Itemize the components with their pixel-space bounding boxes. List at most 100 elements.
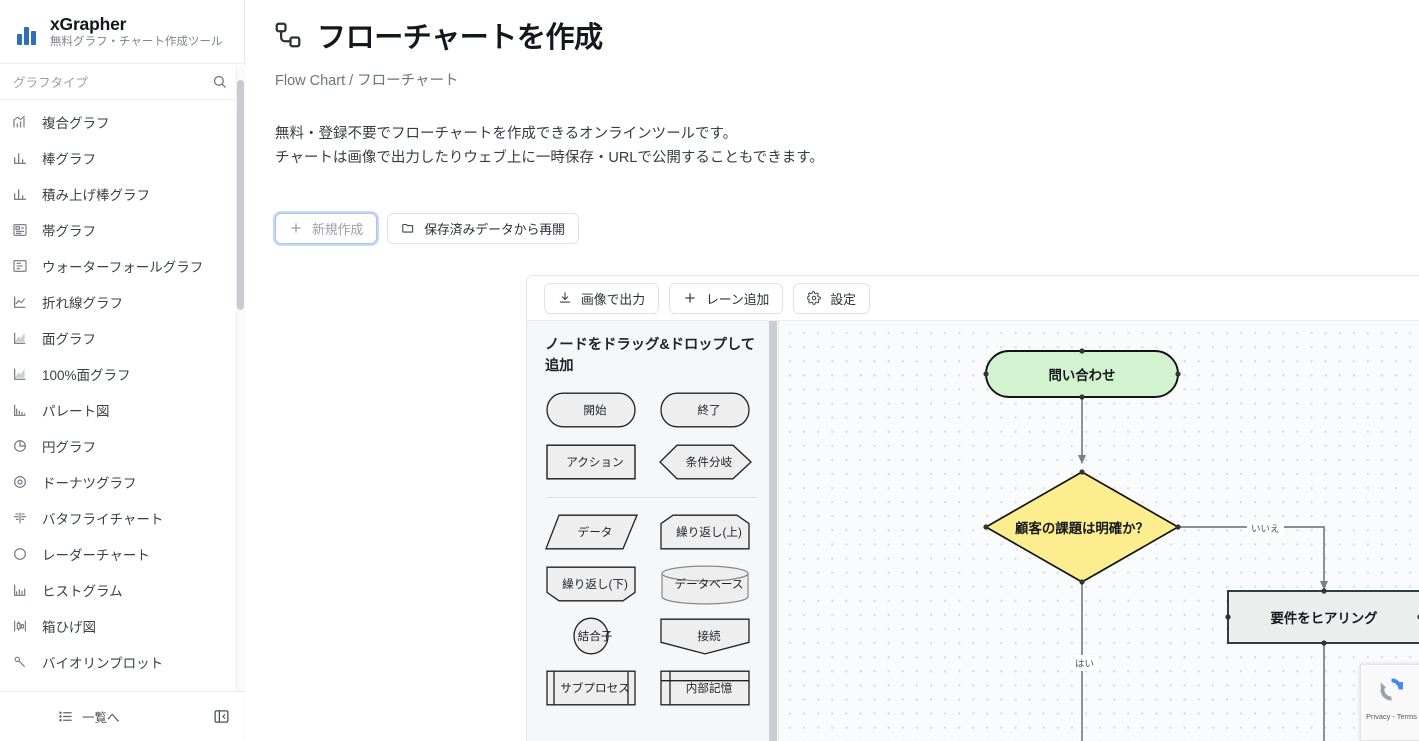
palette-group-advanced: データ 繰り返し(上) 繰り返し(下) xyxy=(545,511,760,709)
page-title: フローチャートを作成 xyxy=(317,22,603,54)
palette-node-database[interactable]: データベース xyxy=(659,563,759,606)
sidebar-item-butterfly[interactable]: バタフライチャート xyxy=(0,500,244,536)
band-chart-icon xyxy=(12,222,28,238)
panel-collapse-icon[interactable] xyxy=(213,708,230,725)
brand-tagline: 無料グラフ・チャート作成ツール xyxy=(50,35,223,48)
page-subtitle: Flow Chart / フローチャート xyxy=(275,73,459,89)
node-decision[interactable] xyxy=(983,469,1181,585)
palette-node-label: 開始 xyxy=(583,404,607,418)
sidebar-footer: 一覧へ xyxy=(0,691,244,741)
add-lane-button[interactable]: レーン追加 xyxy=(668,282,784,314)
butterfly-chart-icon xyxy=(12,510,28,526)
palette-node-condition[interactable]: 条件分岐 xyxy=(659,441,759,483)
sidebar-item-combo[interactable]: 複合グラフ xyxy=(0,104,244,140)
sidebar-item-pie[interactable]: 円グラフ xyxy=(0,428,244,464)
bar-chart-icon xyxy=(12,150,28,166)
flowchart-svg xyxy=(983,348,1419,741)
boxplot-icon xyxy=(12,618,28,634)
sidebar-item-label: レーダーチャート xyxy=(42,548,150,563)
sidebar-scrollbar-thumb[interactable] xyxy=(237,80,244,310)
palette-node-start[interactable]: 開始 xyxy=(545,389,645,431)
export-image-button[interactable]: 画像で出力 xyxy=(544,282,659,314)
palette-scrollbar-thumb[interactable] xyxy=(769,321,777,741)
histogram-icon xyxy=(12,582,28,598)
palette-group-basic: 開始 終了 アクション xyxy=(545,389,760,483)
settings-label: 設定 xyxy=(830,291,856,307)
recaptcha-text: Privacy - Terms xyxy=(1366,712,1417,721)
sidebar-item-pareto[interactable]: パレート図 xyxy=(0,392,244,428)
palette-node-loop-top[interactable]: 繰り返し(上) xyxy=(659,511,759,553)
palette-node-data[interactable]: データ xyxy=(545,511,645,553)
sidebar-item-area[interactable]: 面グラフ xyxy=(0,320,244,356)
sidebar-item-radar[interactable]: レーダーチャート xyxy=(0,536,244,572)
export-image-label: 画像で出力 xyxy=(581,291,645,307)
sidebar-item-label: ドーナツグラフ xyxy=(42,476,137,491)
sidebar-item-label: 積み上げ棒グラフ xyxy=(42,188,150,203)
edge-label-no: いいえ xyxy=(1247,520,1284,536)
brand-header[interactable]: xGrapher 無料グラフ・チャート作成ツール xyxy=(0,0,244,64)
palette-node-label: 繰り返し(上) xyxy=(676,526,742,540)
palette-node-label: 終了 xyxy=(697,404,721,418)
sidebar-item-bar[interactable]: 棒グラフ xyxy=(0,140,244,176)
sidebar-item-label: ヒストグラム xyxy=(42,584,123,599)
pareto-chart-icon xyxy=(12,402,28,418)
sidebar-item-line[interactable]: 折れ線グラフ xyxy=(0,284,244,320)
page-header: フローチャートを作成 Flow Chart / フローチャート 無料・登録不要で… xyxy=(245,0,1419,244)
recaptcha-icon xyxy=(1376,674,1407,705)
sidebar: xGrapher 無料グラフ・チャート作成ツール グラフタイプ 複合グラフ 棒グ… xyxy=(0,0,245,741)
sidebar-item-label: 棒グラフ xyxy=(42,152,96,167)
graph-type-search[interactable]: グラフタイプ xyxy=(0,64,244,100)
editor-body: ノードをドラッグ&ドロップして追加 開始 終了 xyxy=(527,321,1419,741)
node-hearing[interactable] xyxy=(1225,588,1419,646)
search-icon[interactable] xyxy=(212,74,227,89)
sidebar-item-boxplot[interactable]: 箱ひげ図 xyxy=(0,608,244,644)
flowchart-editor: 画像で出力 レーン追加 設定 xyxy=(526,275,1419,741)
recaptcha-badge[interactable]: Privacy - Terms xyxy=(1360,664,1419,741)
description-line-1: 無料・登録不要でフローチャートを作成できるオンラインツールです。 xyxy=(275,126,738,142)
radar-chart-icon xyxy=(12,546,28,562)
sidebar-item-band[interactable]: 帯グラフ xyxy=(0,212,244,248)
go-to-list-link[interactable]: 一覧へ xyxy=(58,707,120,726)
folder-icon xyxy=(401,221,415,235)
palette-node-label: データベース xyxy=(674,578,744,592)
palette-node-label: サブプロセス xyxy=(560,682,630,696)
bar-chart-logo-icon xyxy=(13,19,39,45)
palette-node-label: データ xyxy=(577,526,613,540)
palette-title: ノードをドラッグ&ドロップして追加 xyxy=(545,337,756,374)
sidebar-item-donut[interactable]: ドーナツグラフ xyxy=(0,464,244,500)
sidebar-item-histogram[interactable]: ヒストグラム xyxy=(0,572,244,608)
list-icon xyxy=(58,709,73,724)
resume-saved-button[interactable]: 保存済みデータから再開 xyxy=(387,212,579,244)
sidebar-scrollbar-track[interactable] xyxy=(236,66,245,741)
editor-toolbar: 画像で出力 レーン追加 設定 xyxy=(527,276,1419,321)
node-palette[interactable]: ノードをドラッグ&ドロップして追加 開始 終了 xyxy=(527,321,779,741)
palette-node-connection[interactable]: 接続 xyxy=(659,615,759,657)
sidebar-item-label: 面グラフ xyxy=(42,332,96,347)
palette-node-action[interactable]: アクション xyxy=(545,441,645,483)
palette-node-subprocess[interactable]: サブプロセス xyxy=(545,667,645,709)
sidebar-item-percent-area[interactable]: 100%面グラフ xyxy=(0,356,244,392)
waterfall-chart-icon xyxy=(12,258,28,274)
flowchart-canvas[interactable]: 問い合わせ 顧客の課題は明確か？ 要件をヒアリング いいえ はい xyxy=(779,321,1419,741)
sidebar-item-label: バタフライチャート xyxy=(42,512,164,527)
stacked-bar-chart-icon xyxy=(12,186,28,202)
flowchart-icon xyxy=(273,20,303,50)
graph-type-label: グラフタイプ xyxy=(13,76,89,90)
new-chart-button[interactable]: 新規作成 xyxy=(275,212,378,244)
resume-saved-label: 保存済みデータから再開 xyxy=(424,221,565,237)
title-row: フローチャートを作成 xyxy=(273,14,1391,56)
palette-node-connector[interactable]: 結合子 xyxy=(545,615,645,657)
sidebar-item-stacked-bar[interactable]: 積み上げ棒グラフ xyxy=(0,176,244,212)
palette-node-internal-storage[interactable]: 内部記憶 xyxy=(659,667,759,709)
sidebar-item-waterfall[interactable]: ウォーターフォールグラフ xyxy=(0,248,244,284)
node-inquiry[interactable] xyxy=(983,348,1181,400)
palette-node-loop-bottom[interactable]: 繰り返し(下) xyxy=(545,563,645,605)
sidebar-item-label: パレート図 xyxy=(42,404,110,419)
sidebar-item-label: 帯グラフ xyxy=(42,224,96,239)
settings-button[interactable]: 設定 xyxy=(793,282,870,314)
violin-plot-icon xyxy=(12,654,28,670)
graph-type-list[interactable]: 複合グラフ 棒グラフ 積み上げ棒グラフ 帯グラフ ウォーターフォールグラフ 折れ… xyxy=(0,100,244,691)
palette-node-end[interactable]: 終了 xyxy=(659,389,759,431)
line-chart-icon xyxy=(12,294,28,310)
sidebar-item-violin[interactable]: バイオリンプロット xyxy=(0,644,244,680)
